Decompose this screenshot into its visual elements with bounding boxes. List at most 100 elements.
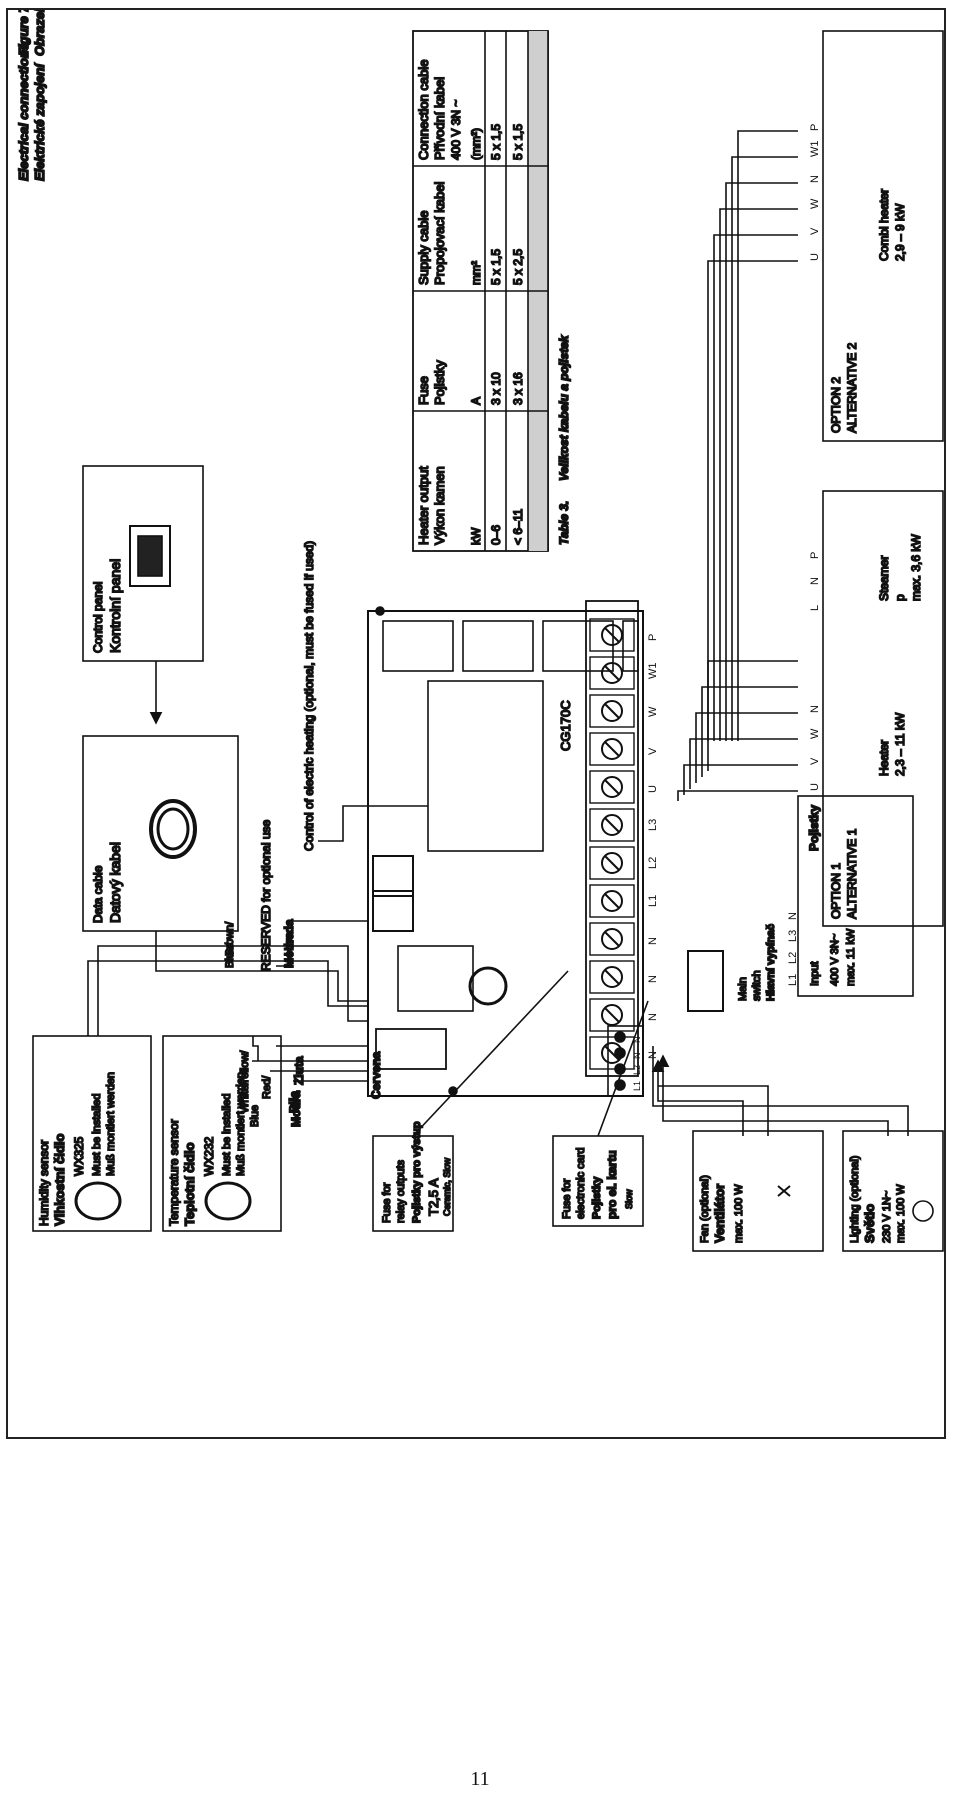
relay-fuse-title: Fuse for: [381, 1182, 393, 1223]
humidity-sensor-box: [32, 1035, 152, 1232]
small-terminal-label: N: [632, 1037, 642, 1044]
terminal-screw: [601, 700, 623, 722]
humidity-sensor-icon: [74, 1181, 122, 1221]
terminal-screw: [601, 852, 623, 874]
terminal-screw: [601, 890, 623, 912]
option2-terminal: U: [809, 253, 821, 261]
option1-heater-terminal: W: [809, 728, 821, 739]
wire-label-yellow: Yellow/: [239, 1050, 251, 1085]
table-cell: 0–6: [489, 525, 503, 545]
table-header-fuse: Fuse: [416, 376, 431, 405]
rj-connector: [372, 855, 414, 897]
humidity-sensor-model: WX325: [72, 1136, 86, 1176]
option1-steamer-p: p: [893, 594, 907, 601]
control-panel-title: Control panel: [91, 582, 105, 653]
terminal-label: N: [647, 975, 659, 983]
table-header-output-cz: Výkon kamen: [432, 466, 447, 545]
relay-fuse-type: Ceramic, Slow: [442, 1157, 452, 1216]
wire-label-red-cz: Cervena: [369, 1051, 383, 1099]
fan-title: Fan (optional): [699, 1175, 711, 1243]
page-frame: Figure 7. Obrazek 7. Electrical connecti…: [6, 8, 946, 1439]
terminal-screw: [601, 928, 623, 950]
terminal-screw: [601, 662, 623, 684]
small-terminal-label: L1: [632, 1081, 642, 1091]
heating-note: Control of electric heating (optional, m…: [302, 541, 316, 851]
relay-fuse-title-cz: Pojistky pro výstup: [411, 1121, 423, 1223]
data-cable-icon: [149, 799, 197, 859]
terminal: [589, 732, 635, 766]
card-fuse-type: Slow: [624, 1189, 634, 1209]
table-caption-cz: Velikost kabelu a pojistek: [557, 334, 571, 481]
option2-heater: Combi heater: [877, 189, 891, 261]
terminal: [589, 922, 635, 956]
terminal-screw: [601, 1004, 623, 1026]
temperature-sensor-note-de: Muß montiert werden: [235, 1072, 247, 1176]
option1-steamer-terminal: N: [809, 577, 821, 585]
terminal-label: V: [647, 747, 659, 755]
terminal: [589, 1036, 635, 1070]
wire-label-blue2: Blue: [249, 1105, 261, 1127]
fan-box: [692, 1130, 824, 1252]
fan-icon: [777, 1185, 791, 1197]
option1-steamer-terminal: P: [809, 552, 821, 559]
table-unit-mm2: mm²: [469, 261, 483, 285]
page-number: 11: [470, 1768, 490, 1790]
table-header-supply-cz: Propojovací kabel: [432, 182, 447, 285]
control-panel-box: [82, 465, 204, 662]
table-header-connection: Connection cable: [416, 60, 431, 160]
terminal-label: W1: [647, 663, 659, 680]
input-terminal-label: L3: [787, 930, 799, 942]
wire-label-white: White/: [239, 1081, 251, 1113]
card-fuse-title: Fuse for: [561, 1178, 573, 1219]
control-panel-icon: [129, 525, 171, 587]
option2-terminal: P: [809, 124, 821, 131]
reserved-note: RESERVED for optional use: [259, 819, 273, 971]
table-header-supply: Supply cable: [416, 211, 431, 285]
input-spec2: max. 11 kW: [845, 928, 857, 986]
lighting-title-cz: Světlo: [862, 1204, 877, 1243]
temperature-sensor-icon: [204, 1181, 252, 1221]
rj-connector: [372, 890, 414, 932]
input-spec: 400 V 3N~: [829, 934, 841, 986]
terminal-label: P: [647, 634, 659, 641]
humidity-sensor-title-cz: Vlhkostní čidlo: [52, 1133, 67, 1226]
table-header-voltage: 400 V 3N ~: [449, 100, 463, 160]
terminal: [589, 884, 635, 918]
terminal-label: N: [647, 937, 659, 945]
lightbulb-icon: [912, 1200, 934, 1222]
option2-terminal: W: [809, 198, 821, 209]
data-cable-title-cz: Datový kabel: [107, 842, 123, 923]
table-cell: 5 x 1,5: [511, 124, 525, 160]
lighting-spec2: max. 100 W: [895, 1184, 907, 1243]
option1-label: OPTION 1: [829, 863, 843, 919]
option2-terminal: W1: [809, 141, 821, 158]
wire-label-blue2-cz: Modra: [289, 1091, 303, 1127]
relay-fuse-value: T2,5 A: [426, 1178, 441, 1216]
option2-heater-power: 2,9 – 9 kW: [893, 203, 907, 261]
terminal-screw: [601, 814, 623, 836]
table-unit-mm2-b: (mm²): [469, 128, 483, 160]
terminal: [589, 998, 635, 1032]
board-model: CG170C: [558, 700, 573, 751]
terminal-label: W: [647, 706, 659, 717]
control-panel-title-cz: Kontrolní panel: [107, 559, 123, 653]
terminal: [589, 846, 635, 880]
option1-heater-power: 2,3 – 11 kW: [893, 712, 907, 776]
terminal-label: L3: [647, 819, 659, 831]
humidity-sensor-note: Must be installed: [91, 1093, 103, 1176]
input-terminal-label: L1: [787, 974, 799, 986]
option2-label2: ALTERNATIVE 2: [845, 342, 859, 433]
figure-label-en: Figure 7.: [16, 10, 31, 56]
table-cell: 5 x 1,5: [489, 249, 503, 285]
terminal-screw: [601, 776, 623, 798]
terminal-strip: [585, 600, 639, 1077]
terminal-screw: [601, 738, 623, 760]
small-terminal-label: L2: [632, 1065, 642, 1075]
card-fuse-value-cz: pro el. kartu: [605, 1150, 619, 1219]
figure-title-cz: Elektrické zapojení: [32, 63, 47, 181]
temperature-sensor-title-cz: Teplotní čidlo: [182, 1142, 197, 1226]
wire-label-brown: Brown/: [224, 921, 236, 956]
table-header-fuse-cz: Pojistky: [432, 360, 447, 405]
terminal: [589, 656, 635, 690]
card-fuse-title-cz: Pojistky: [591, 1176, 603, 1219]
